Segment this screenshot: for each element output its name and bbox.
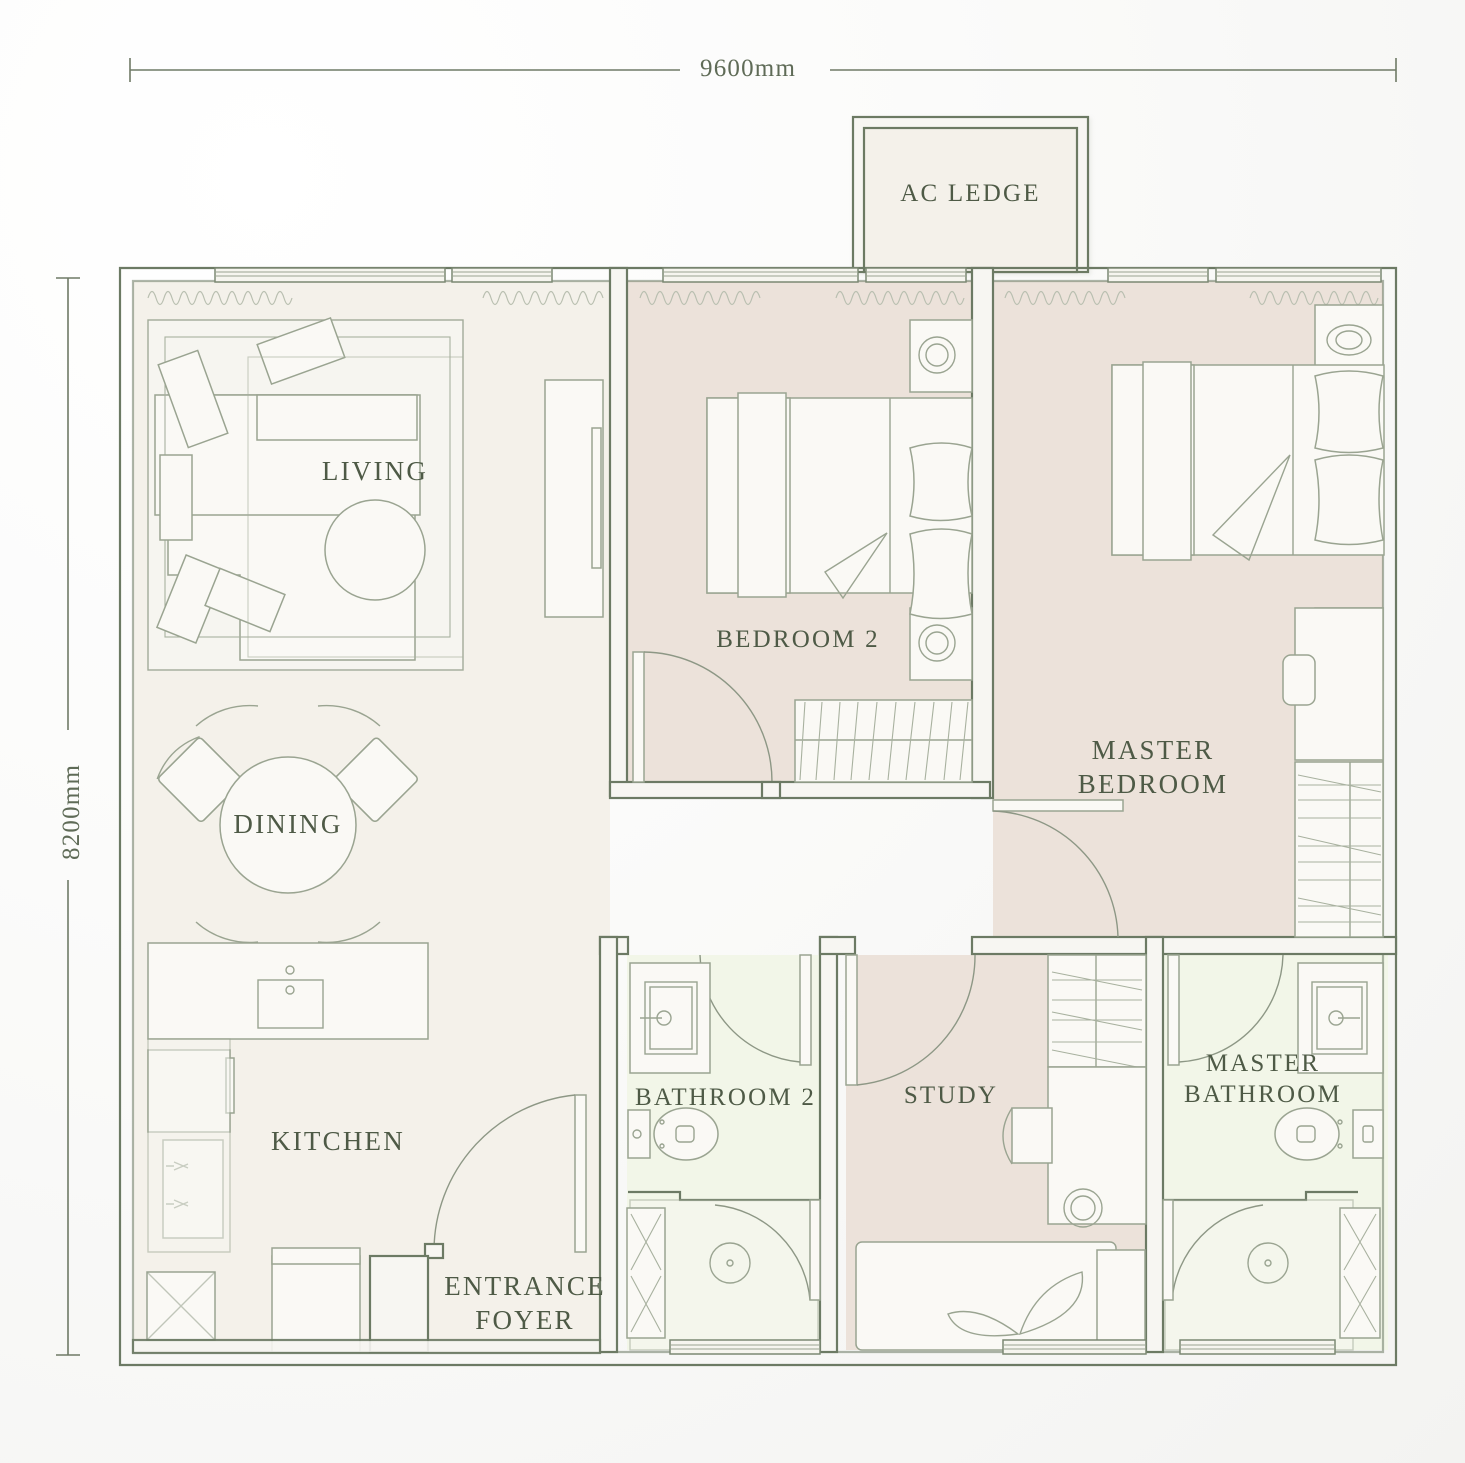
dimension-vertical: [56, 277, 80, 1356]
windows-top: [214, 267, 1382, 283]
doors: [423, 651, 1284, 1260]
dining-furniture: [156, 704, 418, 944]
bathroom2-fixtures: [626, 962, 821, 1355]
curtain-runs: [147, 290, 1379, 306]
master-bedroom-furniture: [1111, 304, 1385, 938]
living-furniture: [147, 316, 604, 671]
dimension-label-width: 9600mm: [700, 55, 797, 82]
dimension-horizontal: [129, 58, 1397, 82]
internal-walls: [598, 266, 1398, 1354]
bedroom2-furniture: [706, 319, 973, 783]
master-bathroom-fixtures: [1162, 962, 1384, 1355]
foyer-walls: [131, 1254, 602, 1355]
dimension-label-depth: 8200mm: [58, 763, 85, 860]
ac-ledge-structure: [851, 115, 1090, 274]
study-furniture: [855, 954, 1147, 1355]
